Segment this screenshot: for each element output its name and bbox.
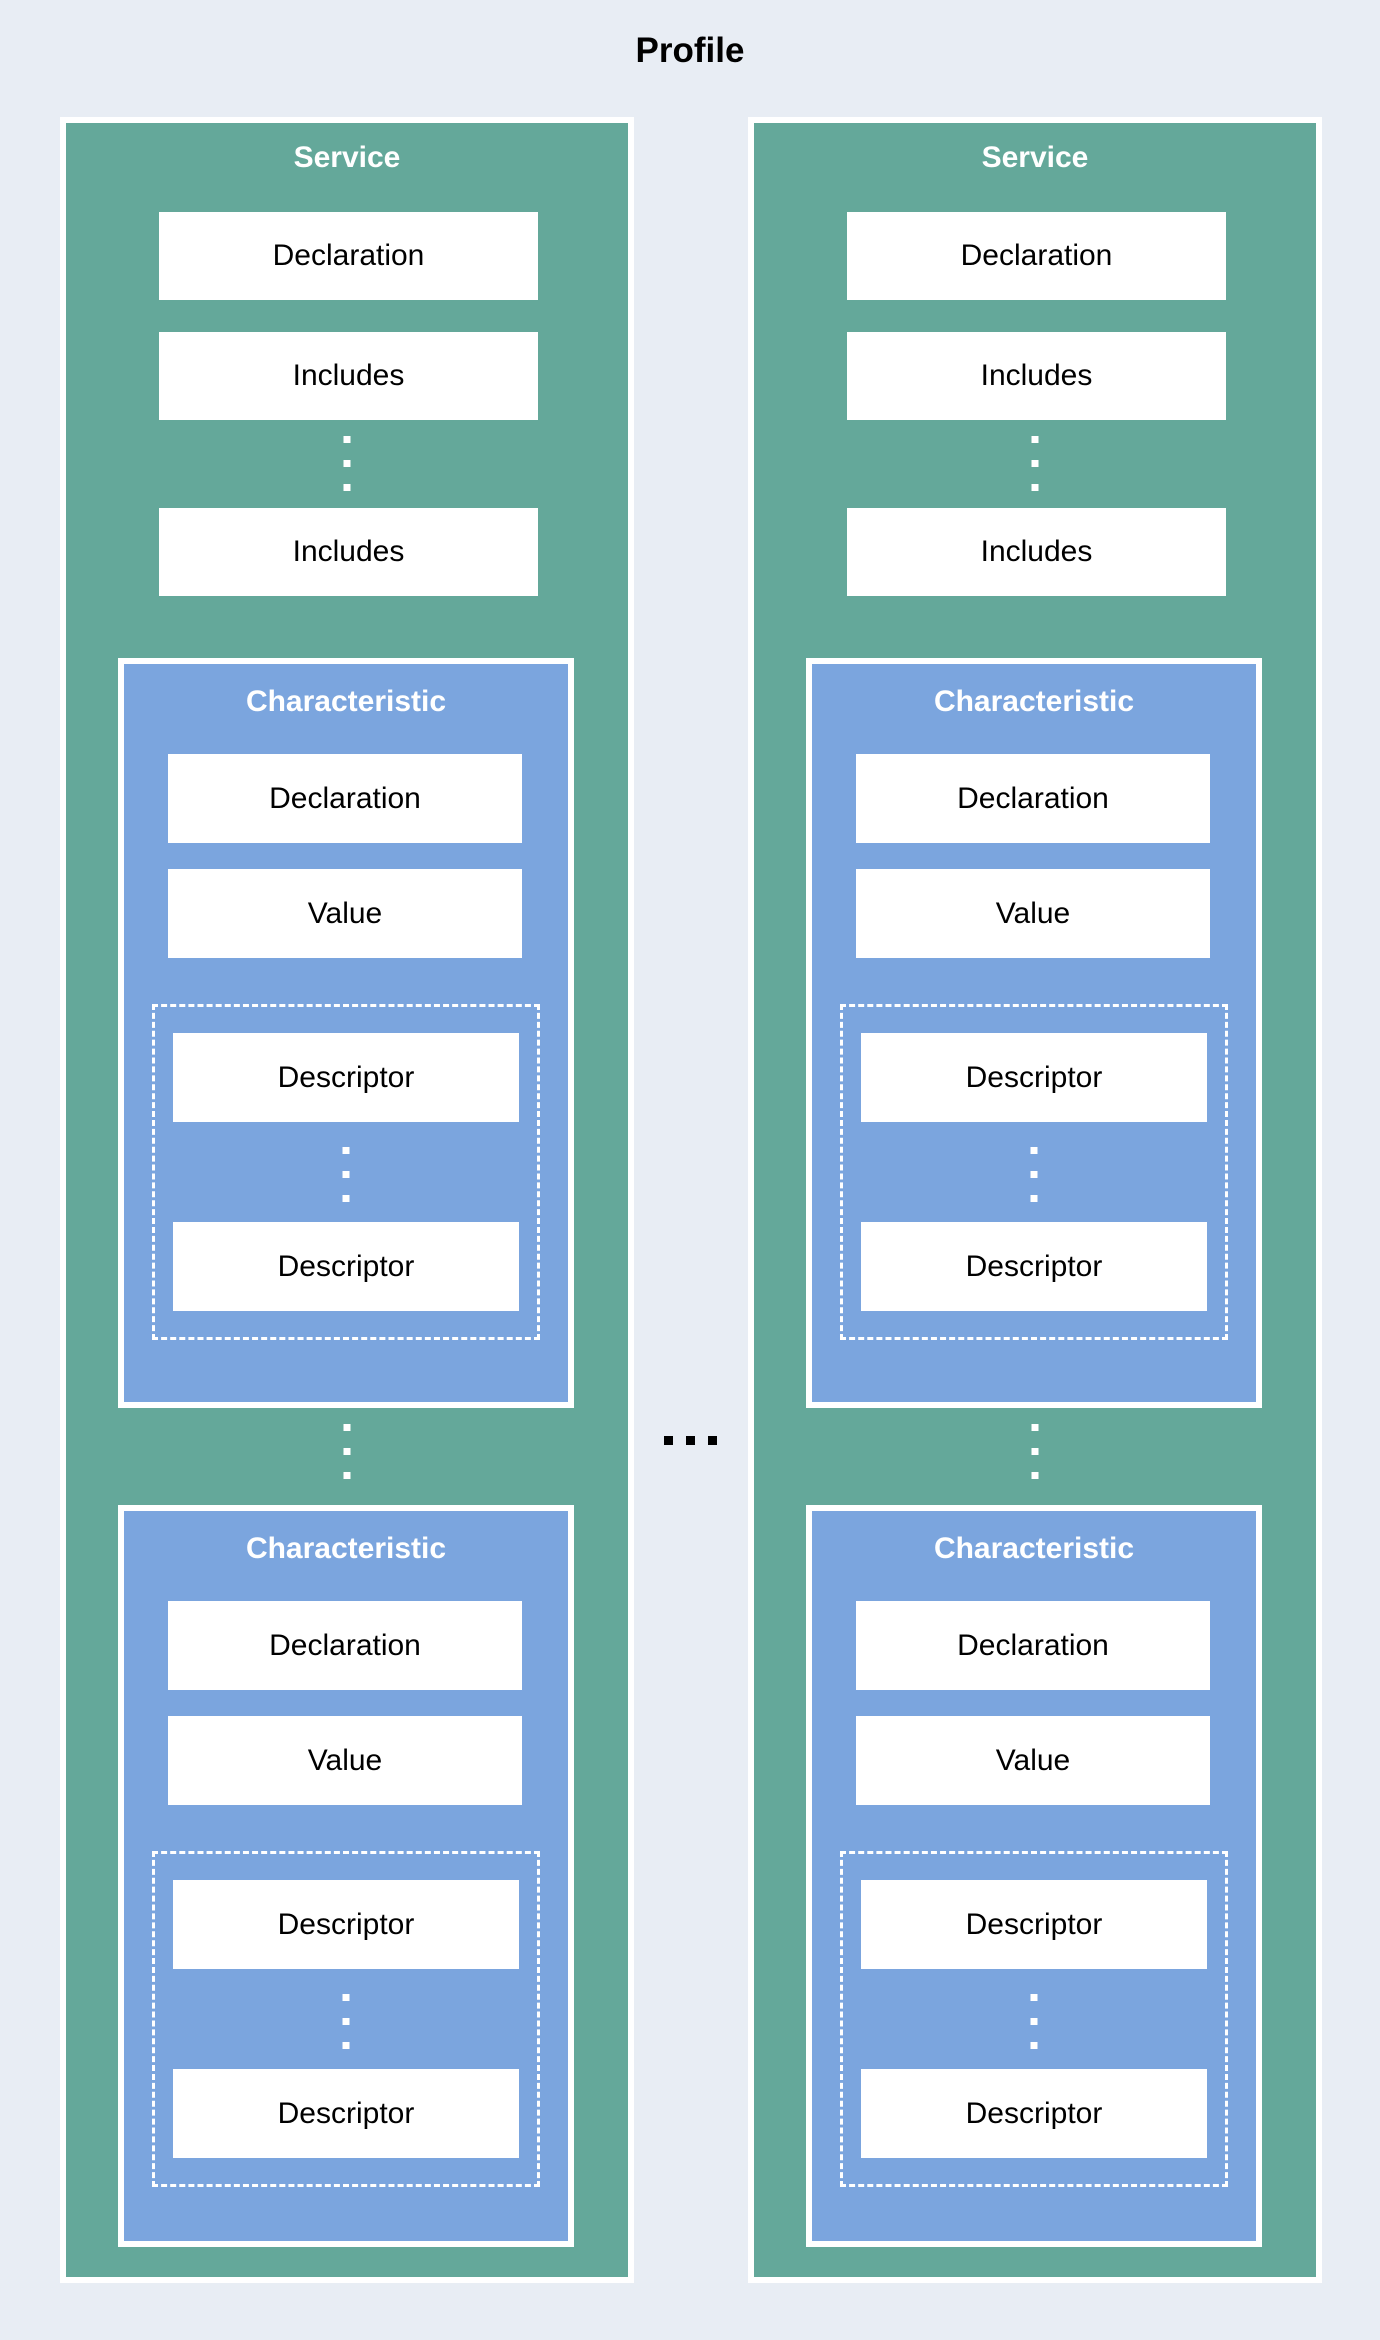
more-includes-ellipsis xyxy=(1031,436,1039,491)
descriptor-box: Descriptor xyxy=(861,1880,1207,1969)
descriptor-group: Descriptor Descriptor xyxy=(152,1851,540,2187)
more-services-ellipsis xyxy=(634,1436,746,1445)
service-includes-box: Includes xyxy=(847,332,1226,420)
ellipsis-dot xyxy=(1031,484,1039,491)
descriptor-box: Descriptor xyxy=(861,1033,1207,1122)
characteristic-declaration-box: Declaration xyxy=(168,1601,522,1690)
page-title: Profile xyxy=(635,31,745,70)
ellipsis-dot xyxy=(342,1171,350,1178)
descriptor-box: Descriptor xyxy=(861,2069,1207,2158)
characteristic-declaration-box: Declaration xyxy=(856,1601,1210,1690)
descriptor-box: Descriptor xyxy=(861,1222,1207,1311)
ellipsis-dot xyxy=(342,1195,350,1202)
ellipsis-dot xyxy=(1030,1994,1038,2001)
characteristic-title: Characteristic xyxy=(933,685,1135,718)
ellipsis-dot xyxy=(343,460,351,467)
ellipsis-dot xyxy=(343,484,351,491)
characteristic-title: Characteristic xyxy=(245,1532,447,1565)
ellipsis-dot xyxy=(343,1472,351,1479)
ellipsis-dot xyxy=(342,1147,350,1154)
service-block-right: Service Declaration Includes Includes Ch… xyxy=(748,117,1322,2283)
ellipsis-dot xyxy=(1031,1472,1039,1479)
characteristic-block: Characteristic Declaration Value Descrip… xyxy=(118,1505,574,2247)
ellipsis-dot xyxy=(1031,1424,1039,1431)
ellipsis-dot xyxy=(343,1424,351,1431)
ellipsis-dot xyxy=(1031,460,1039,467)
characteristic-title: Characteristic xyxy=(245,685,447,718)
characteristic-declaration-box: Declaration xyxy=(168,754,522,843)
service-includes-box: Includes xyxy=(159,508,538,596)
characteristic-block: Characteristic Declaration Value Descrip… xyxy=(118,658,574,1408)
more-descriptors-ellipsis xyxy=(342,1994,350,2049)
descriptor-group: Descriptor Descriptor xyxy=(840,1851,1228,2187)
ellipsis-dot xyxy=(343,1448,351,1455)
characteristic-block: Characteristic Declaration Value Descrip… xyxy=(806,1505,1262,2247)
ellipsis-dot xyxy=(342,2042,350,2049)
ellipsis-dot xyxy=(707,1436,717,1445)
descriptor-box: Descriptor xyxy=(173,2069,519,2158)
characteristic-block: Characteristic Declaration Value Descrip… xyxy=(806,658,1262,1408)
ellipsis-dot xyxy=(1030,1147,1038,1154)
service-declaration-box: Declaration xyxy=(847,212,1226,300)
descriptor-box: Descriptor xyxy=(173,1880,519,1969)
ellipsis-dot xyxy=(1031,436,1039,443)
characteristic-value-box: Value xyxy=(856,869,1210,958)
characteristic-declaration-box: Declaration xyxy=(856,754,1210,843)
ellipsis-dot xyxy=(1031,1448,1039,1455)
more-descriptors-ellipsis xyxy=(1030,1994,1038,2049)
ellipsis-dot xyxy=(1030,1171,1038,1178)
more-characteristics-ellipsis xyxy=(343,1424,351,1479)
service-includes-box: Includes xyxy=(159,332,538,420)
descriptor-box: Descriptor xyxy=(173,1222,519,1311)
characteristic-value-box: Value xyxy=(168,869,522,958)
ellipsis-dot xyxy=(1030,2018,1038,2025)
service-declaration-box: Declaration xyxy=(159,212,538,300)
ellipsis-dot xyxy=(1030,2042,1038,2049)
more-includes-ellipsis xyxy=(343,436,351,491)
service-includes-box: Includes xyxy=(847,508,1226,596)
ellipsis-dot xyxy=(663,1436,673,1445)
characteristic-value-box: Value xyxy=(856,1716,1210,1805)
ellipsis-dot xyxy=(342,2018,350,2025)
service-title: Service xyxy=(293,141,401,174)
characteristic-value-box: Value xyxy=(168,1716,522,1805)
more-descriptors-ellipsis xyxy=(1030,1147,1038,1202)
ellipsis-dot xyxy=(1030,1195,1038,1202)
descriptor-group: Descriptor Descriptor xyxy=(152,1004,540,1340)
more-descriptors-ellipsis xyxy=(342,1147,350,1202)
descriptor-group: Descriptor Descriptor xyxy=(840,1004,1228,1340)
service-title: Service xyxy=(981,141,1089,174)
characteristic-title: Characteristic xyxy=(933,1532,1135,1565)
ellipsis-dot xyxy=(685,1436,695,1445)
ellipsis-dot xyxy=(342,1994,350,2001)
service-block-left: Service Declaration Includes Includes Ch… xyxy=(60,117,634,2283)
more-characteristics-ellipsis xyxy=(1031,1424,1039,1479)
ellipsis-dot xyxy=(343,436,351,443)
descriptor-box: Descriptor xyxy=(173,1033,519,1122)
